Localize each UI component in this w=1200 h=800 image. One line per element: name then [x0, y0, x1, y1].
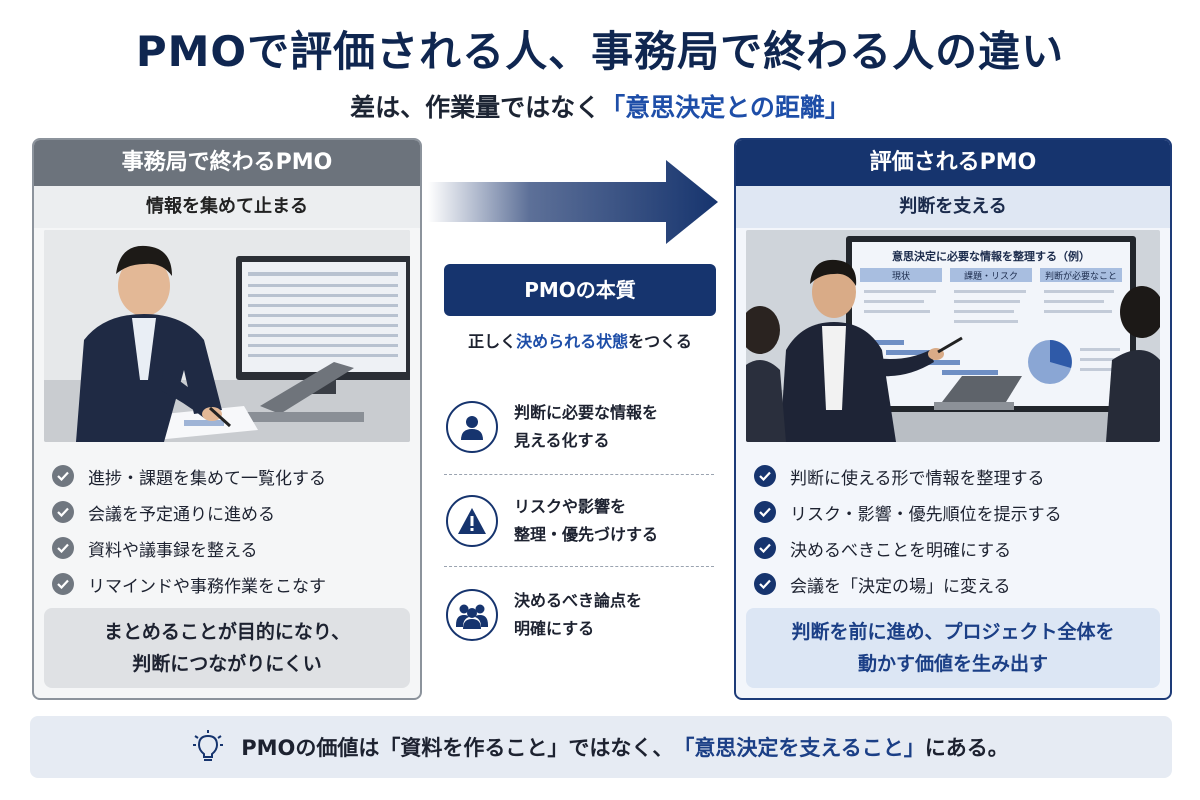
left-result-line2: 判断につながりにくい: [132, 653, 322, 675]
right-panel-title: 評価されるPMO: [736, 140, 1170, 186]
divider: [444, 474, 714, 475]
right-panel-subtitle: 判断を支える: [736, 186, 1170, 228]
check-icon: [754, 537, 776, 559]
essence-sub-lead: 正しく: [468, 332, 517, 351]
footer-lead: PMOの価値は: [241, 736, 380, 760]
list-item: リマインドや事務作業をこなす: [52, 566, 326, 602]
list-item: 進捗・課題を集めて一覧化する: [52, 458, 326, 494]
essence-sub-accent: 決められる状態: [516, 332, 629, 351]
left-result-box: まとめることが目的になり、 判断につながりにくい: [44, 608, 410, 688]
essence-sub-tail: をつくる: [628, 332, 692, 351]
list-item: 資料や議事録を整える: [52, 530, 326, 566]
check-label: リスク・影響・優先順位を提示する: [790, 504, 1062, 525]
team-icon: [446, 589, 498, 641]
secretariat-pmo-panel: 事務局で終わるPMO 情報を集めて止まる: [32, 138, 422, 700]
point-line: 見える化する: [514, 431, 610, 450]
lightbulb-icon: [193, 730, 224, 764]
presentation-photo: 意思決定に必要な情報を整理する（例） 現状 課題・リスク 判断が必要なこと: [746, 230, 1160, 442]
screen-col: 現状: [892, 270, 910, 282]
point-line: 判断に必要な情報を: [514, 403, 659, 422]
subtitle-accent: 「意思決定との距離」: [600, 93, 850, 122]
essence-heading: PMOの本質: [444, 264, 716, 316]
screen-col: 課題・リスク: [964, 270, 1018, 282]
list-item: 会議を予定通りに進める: [52, 494, 326, 530]
check-icon: [754, 501, 776, 523]
check-icon: [52, 465, 74, 487]
page-subtitle: 差は、作業量ではなく「意思決定との距離」: [0, 88, 1200, 124]
check-icon: [754, 465, 776, 487]
divider: [444, 566, 714, 567]
subtitle-lead: 差は、作業量ではなく: [350, 93, 601, 122]
left-panel-subtitle: 情報を集めて止まる: [34, 186, 420, 228]
essence-point: リスクや影響を 整理・優先づけする: [440, 476, 716, 566]
essence-point: 決めるべき論点を 明確にする: [440, 570, 716, 660]
footer-quote2: 「意思決定を支えること」: [673, 736, 925, 760]
list-item: 会議を「決定の場」に変える: [754, 566, 1062, 602]
warning-icon: [446, 495, 498, 547]
transition-arrow-icon: [428, 160, 718, 244]
left-check-list: 進捗・課題を集めて一覧化する 会議を予定通りに進める 資料や議事録を整える リマ…: [52, 458, 326, 602]
valued-pmo-panel: 評価されるPMO 判断を支える 意思決定に必要な情報を整理する（例） 現状 課題…: [734, 138, 1172, 700]
footer-tail: にある。: [924, 736, 1009, 760]
check-label: 決めるべきことを明確にする: [790, 540, 1012, 561]
check-icon: [754, 573, 776, 595]
check-icon: [52, 501, 74, 523]
list-item: リスク・影響・優先順位を提示する: [754, 494, 1062, 530]
essence-point: 判断に必要な情報を 見える化する: [440, 382, 716, 472]
footer-quote1: 「資料を作ること」: [379, 736, 569, 760]
left-panel-title: 事務局で終わるPMO: [34, 140, 420, 186]
point-line: 整理・優先づけする: [514, 525, 659, 544]
page-title: PMOで評価される人、事務局で終わる人の違い: [135, 27, 1065, 76]
footer-mid: ではなく、: [568, 736, 674, 760]
check-label: 判断に使える形で情報を整理する: [790, 468, 1045, 489]
screen-col: 判断が必要なこと: [1045, 270, 1117, 282]
check-label: 会議を「決定の場」に変える: [790, 576, 1011, 597]
check-label: リマインドや事務作業をこなす: [88, 576, 326, 597]
list-item: 判断に使える形で情報を整理する: [754, 458, 1062, 494]
check-label: 会議を予定通りに進める: [88, 504, 275, 525]
point-line: 決めるべき論点を: [514, 591, 643, 610]
point-line: 明確にする: [514, 619, 595, 638]
check-icon: [52, 537, 74, 559]
check-label: 進捗・課題を集めて一覧化する: [88, 468, 326, 489]
right-result-box: 判断を前に進め、プロジェクト全体を 動かす価値を生み出す: [746, 608, 1160, 688]
point-line: リスクや影響を: [514, 497, 627, 516]
list-item: 決めるべきことを明確にする: [754, 530, 1062, 566]
right-result-line2: 動かす価値を生み出す: [857, 653, 1048, 675]
check-icon: [52, 573, 74, 595]
right-result-line1: 判断を前に進め、プロジェクト全体を: [791, 621, 1115, 643]
left-result-line1: まとめることが目的になり、: [103, 621, 351, 643]
right-check-list: 判断に使える形で情報を整理する リスク・影響・優先順位を提示する 決めるべきこと…: [754, 458, 1062, 602]
check-label: 資料や議事録を整える: [88, 540, 258, 561]
footer-message: PMOの価値は「資料を作ること」ではなく、「意思決定を支えること」にある。: [30, 716, 1172, 778]
essence-subheading: 正しく決められる状態をつくる: [430, 328, 730, 356]
office-worker-photo: [44, 230, 410, 442]
person-icon: [446, 401, 498, 453]
screen-title: 意思決定に必要な情報を整理する（例）: [892, 249, 1090, 263]
